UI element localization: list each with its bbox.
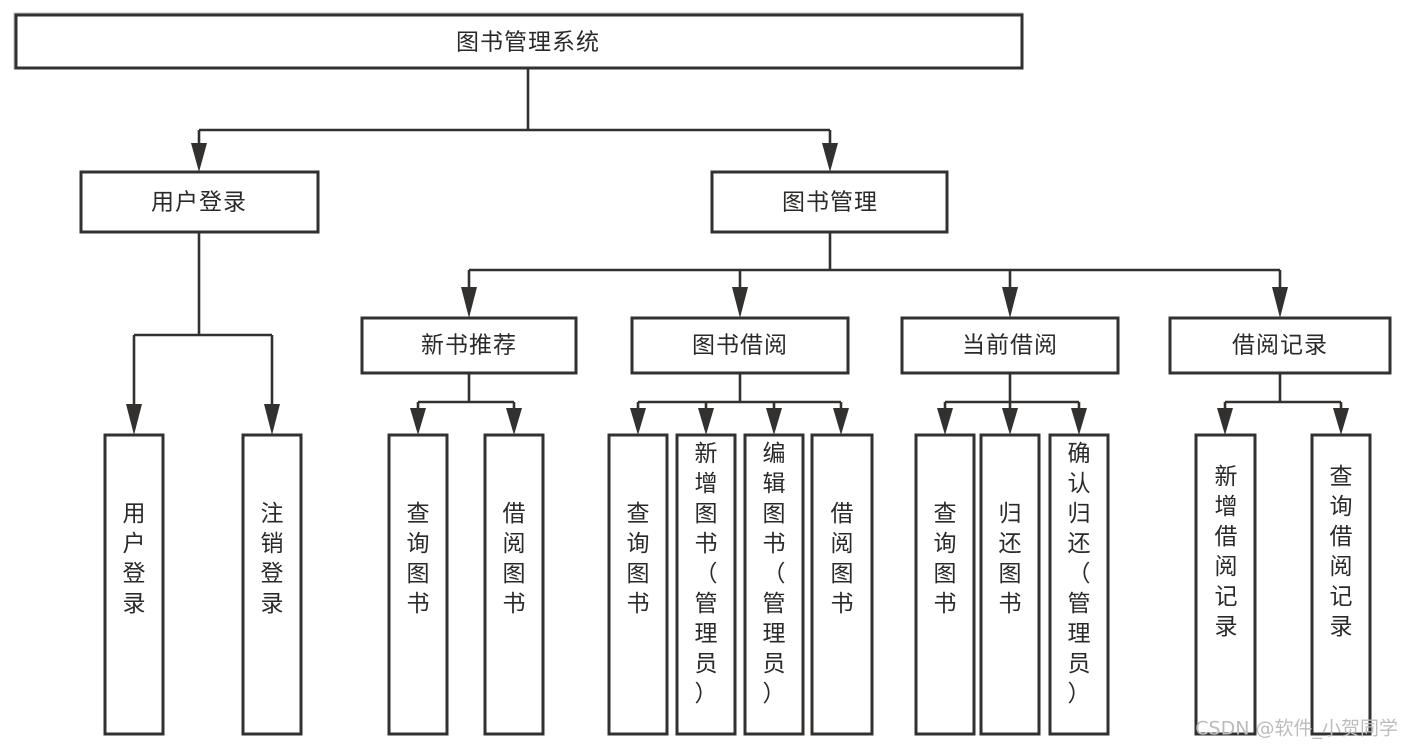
node-leaf-query-book-3-label: 查询图书 [934,501,957,617]
node-leaf-user-login-label: 用户登录 [123,501,146,617]
node-leaf-add-record[interactable]: 新增借阅记录 [1194,433,1257,736]
csdn-watermark: CSDN @软件_小贺同学 [1195,718,1398,740]
arrow-leaf-query-book-1 [410,408,426,435]
node-leaf-borrow-book-2-label: 借阅图书 [831,501,854,617]
node-borrow-record-box[interactable] [1168,316,1392,375]
node-book-borrow-label: 图书借阅 [692,333,788,359]
node-leaf-return-book[interactable]: 归还图书 [979,433,1041,736]
arrow-leaf-confirm-return [1071,408,1087,435]
node-leaf-query-record-label: 查询借阅记录 [1330,464,1353,640]
arrow-to-book-borrow [732,287,748,318]
node-leaf-query-book-3[interactable]: 查询图书 [914,433,976,736]
node-leaf-query-record[interactable]: 查询借阅记录 [1310,433,1372,736]
arrow-leaf-logout [264,404,280,435]
node-leaf-borrow-book-1[interactable]: 借阅图书 [483,433,545,736]
node-leaf-return-book-label: 归还图书 [999,501,1022,617]
node-leaf-add-book[interactable]: 新增图书（管理员） [675,433,737,736]
arrow-root-to-book-manage [822,143,838,172]
node-root[interactable]: 图书管理系统 [13,12,1024,70]
arrow-leaf-borrow-book-1 [506,408,522,435]
node-book-manage-label: 图书管理 [782,190,878,216]
node-current-borrow[interactable]: 当前借阅 [900,316,1120,375]
node-leaf-logout-box[interactable] [241,433,303,736]
node-book-manage[interactable]: 图书管理 [710,170,949,234]
node-borrow-record-label: 借阅记录 [1232,333,1328,359]
connector-layer [126,68,1349,435]
arrow-to-new-book-recommend [461,287,477,318]
node-new-book-recommend[interactable]: 新书推荐 [360,316,578,375]
node-leaf-user-login-box[interactable] [103,433,165,736]
node-leaf-add-record-label: 新增借阅记录 [1215,464,1238,640]
node-leaf-edit-book[interactable]: 编辑图书（管理员） [743,433,805,736]
node-leaf-borrow-book-2[interactable]: 借阅图书 [810,433,874,736]
arrow-to-borrow-record [1272,287,1288,318]
arrow-leaf-user-login [126,404,142,435]
arrow-to-current-borrow [1002,287,1018,318]
node-user-login-label: 用户登录 [151,190,247,216]
node-leaf-return-book-box[interactable] [979,433,1041,736]
node-leaf-borrow-book-2-box[interactable] [810,433,874,736]
node-leaf-edit-book-box[interactable] [743,433,805,736]
node-leaf-query-book-2[interactable]: 查询图书 [607,433,669,736]
node-leaf-query-book-2-box[interactable] [607,433,669,736]
node-book-manage-box[interactable] [710,170,949,234]
node-leaf-query-book-3-box[interactable] [914,433,976,736]
node-book-borrow-box[interactable] [630,316,850,375]
node-leaf-confirm-return[interactable]: 确认归还（管理员） [1048,433,1110,736]
node-user-login-box[interactable] [79,170,320,234]
node-leaf-query-record-box[interactable] [1310,433,1372,736]
arrow-leaf-add-book [698,408,714,435]
node-leaf-query-book-2-label: 查询图书 [627,501,650,617]
node-leaf-query-book-1[interactable]: 查询图书 [387,433,449,736]
node-leaf-confirm-return-label: 确认归还（管理员） [1068,441,1091,707]
arrow-leaf-query-book-3 [937,408,953,435]
node-new-book-recommend-label: 新书推荐 [421,333,517,359]
node-leaf-logout[interactable]: 注销登录 [241,433,303,736]
node-leaf-user-login[interactable]: 用户登录 [103,433,165,736]
node-leaf-confirm-return-box[interactable] [1048,433,1110,736]
arrow-leaf-edit-book [766,408,782,435]
arrow-leaf-add-record [1217,408,1233,435]
node-current-borrow-label: 当前借阅 [962,333,1058,359]
node-root-label: 图书管理系统 [456,30,600,56]
leaf-layer: 用户登录 注销登录 查询图书 借阅图书 查询图书 新增图书 [103,433,1372,736]
node-leaf-edit-book-label: 编辑图书（管理员） [763,441,786,707]
node-leaf-borrow-book-1-label: 借阅图书 [503,501,526,617]
node-book-borrow[interactable]: 图书借阅 [630,316,850,375]
node-leaf-add-book-label: 新增图书（管理员） [695,441,718,707]
arrow-leaf-borrow-book-2 [833,408,849,435]
node-new-book-recommend-box[interactable] [360,316,578,375]
arrow-leaf-query-record [1333,408,1349,435]
node-leaf-add-record-box[interactable] [1194,433,1257,736]
arrow-root-to-user-login [191,143,207,172]
node-leaf-logout-label: 注销登录 [261,501,284,617]
node-current-borrow-box[interactable] [900,316,1120,375]
node-borrow-record[interactable]: 借阅记录 [1168,316,1392,375]
node-root-box[interactable] [14,13,1024,70]
node-leaf-add-book-box[interactable] [675,433,737,736]
arrow-leaf-query-book-2 [630,408,646,435]
node-leaf-query-book-1-label: 查询图书 [407,501,430,617]
node-leaf-query-book-1-box[interactable] [387,433,449,736]
arrow-leaf-return-book [1002,408,1018,435]
node-leaf-borrow-book-1-box[interactable] [483,433,545,736]
node-user-login[interactable]: 用户登录 [79,170,320,234]
